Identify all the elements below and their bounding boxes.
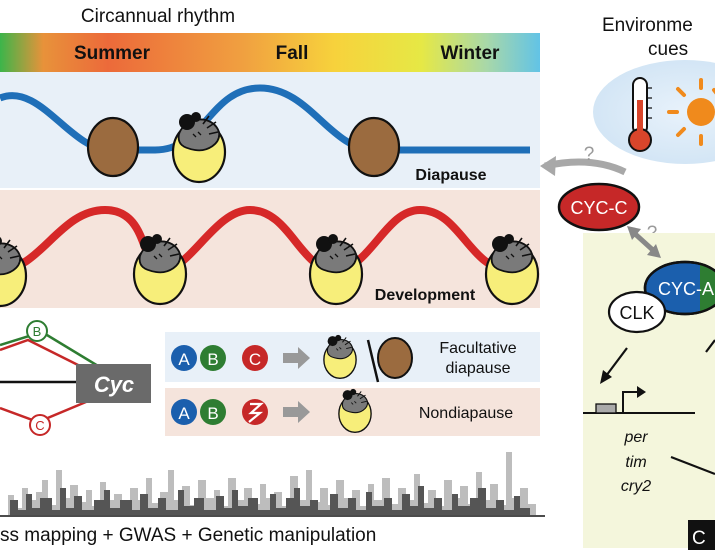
activation-arrow: [705, 339, 715, 353]
facultative-label-2: diapause: [446, 360, 511, 377]
question-mark-1: ?: [584, 144, 595, 165]
season-summer: Summer: [74, 43, 151, 64]
diapause-egg-icon: [347, 116, 401, 178]
arrow-icon: [283, 347, 310, 369]
thermometer-icon: [628, 77, 652, 152]
arrow-head-icon: [600, 370, 612, 384]
gene-cry2: cry2: [621, 478, 651, 495]
arrow-head-icon: [627, 226, 641, 240]
season-winter: Winter: [441, 43, 501, 64]
panel-corner-tag: [688, 520, 715, 550]
allele-b-label: B: [33, 324, 42, 339]
allele-b-text: B: [207, 350, 218, 369]
development-track: [0, 205, 511, 275]
gene-per: per: [623, 429, 648, 446]
cyc-a-label: CYC-A: [658, 279, 714, 299]
feedback-line: [670, 455, 715, 476]
allele-c-icon: [242, 345, 268, 371]
gwas-skyline: [0, 452, 536, 515]
diapause-label: Diapause: [415, 167, 486, 184]
diapause-egg-icon: [86, 116, 140, 178]
arrow-head-icon: [647, 244, 661, 258]
arrow-icon: [283, 401, 310, 423]
diapause-egg-icon: [377, 337, 413, 379]
allele-b-marker: [26, 320, 48, 342]
corner-label: C: [692, 528, 706, 549]
arrow-head-icon: [540, 156, 556, 176]
development-label: Development: [375, 287, 476, 304]
cyc-gene-label: Cyc: [94, 372, 134, 397]
allele-a-text: A: [178, 350, 190, 369]
interaction-arrow: [631, 230, 657, 254]
allele-a-text: A: [178, 404, 190, 423]
environment-label-1: Environme: [602, 15, 693, 36]
allele-c-marker: [29, 414, 51, 436]
environment-label-2: cues: [648, 39, 688, 60]
allele-b-text: B: [207, 404, 218, 423]
transcription-start-icon: [622, 391, 640, 413]
bottom-caption: ss mapping + GWAS + Genetic manipulation: [0, 525, 376, 546]
season-fall: Fall: [276, 43, 309, 64]
allele-c-label: C: [35, 418, 44, 433]
e-box-element: [595, 403, 617, 414]
allele-a-icon: [171, 399, 197, 425]
activation-arrow: [605, 347, 628, 377]
gene-tim: tim: [625, 454, 646, 471]
divider-slash: [366, 339, 380, 383]
clk-label: CLK: [619, 303, 654, 323]
clk-protein: [607, 290, 667, 334]
sun-icon: [667, 78, 715, 146]
cyc-gene-box: [76, 364, 151, 403]
season-bar: [0, 33, 540, 72]
allele-a-icon: [171, 345, 197, 371]
truncation-mark: [248, 402, 264, 423]
allele-b-icon: [200, 399, 226, 425]
arrow-head-icon: [637, 386, 646, 398]
allele-b-icon: [200, 345, 226, 371]
cyc-a-protein: [643, 260, 715, 316]
chart-title: Circannual rhythm: [81, 6, 235, 27]
environment-cloud: [593, 60, 715, 164]
nondiapause-label: Nondiapause: [419, 405, 513, 422]
cyc-c-protein: [557, 182, 641, 232]
allele-c-text: C: [249, 350, 261, 369]
facultative-label-1: Facultative: [439, 340, 516, 357]
cyc-c-label: CYC-C: [571, 198, 628, 218]
